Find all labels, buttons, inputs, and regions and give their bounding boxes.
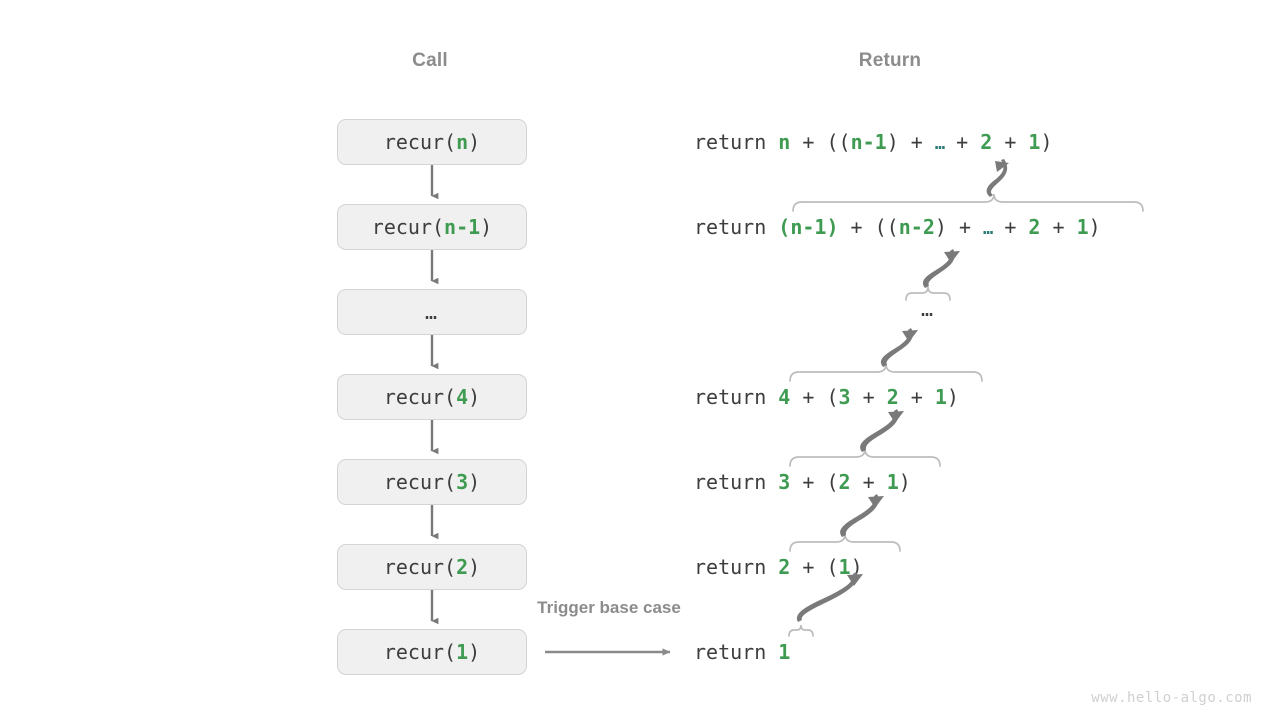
- expr-token: 1: [838, 555, 851, 579]
- expr-token: 3: [838, 385, 851, 409]
- expr-token: 3: [778, 470, 791, 494]
- expr-token: ): [1088, 215, 1101, 239]
- return-expression: (n-1) + ((n-2) + … + 2 + 1): [778, 215, 1100, 239]
- expr-token: (: [778, 215, 791, 239]
- expr-token: 2: [886, 385, 899, 409]
- expr-token: 4: [778, 385, 791, 409]
- expr-token: +: [838, 215, 875, 239]
- call-box-2[interactable]: recur(2): [337, 544, 527, 590]
- expr-token: +: [850, 385, 887, 409]
- return-row-dots: …: [920, 297, 936, 321]
- call-argument: 3: [456, 470, 469, 494]
- expr-token: ): [898, 470, 911, 494]
- expr-token: (: [826, 470, 839, 494]
- expr-token: n-1: [850, 130, 887, 154]
- call-argument: 4: [456, 385, 469, 409]
- call-box-label: recur(4): [383, 385, 481, 409]
- call-argument: n: [456, 130, 469, 154]
- return-row-4: return 4 + (3 + 2 + 1): [694, 382, 959, 412]
- expr-token: +: [790, 385, 827, 409]
- return-keyword: return: [694, 640, 779, 664]
- column-header-call: Call: [412, 50, 448, 71]
- return-expression: n + ((n-1) + … + 2 + 1): [778, 130, 1052, 154]
- expr-token: +: [790, 555, 827, 579]
- expr-token: 1: [1076, 215, 1089, 239]
- return-row-3: return 3 + (2 + 1): [694, 467, 911, 497]
- expr-token: +: [790, 470, 827, 494]
- return-expression: 4 + (3 + 2 + 1): [778, 385, 959, 409]
- expr-token: …: [934, 134, 945, 154]
- return-keyword: return: [694, 215, 779, 239]
- expr-token: ): [1040, 130, 1053, 154]
- call-box-label: recur(3): [383, 470, 481, 494]
- return-row-1: return 1: [694, 637, 790, 667]
- return-keyword: return: [694, 385, 779, 409]
- call-box-label: recur(1): [383, 640, 481, 664]
- expr-token: (: [826, 385, 839, 409]
- return-row-n-1: return (n-1) + ((n-2) + … + 2 + 1): [694, 212, 1101, 242]
- expr-token: 2: [838, 470, 851, 494]
- expr-token: ((: [826, 130, 851, 154]
- expr-token: n-2: [898, 215, 935, 239]
- expr-token: ): [934, 215, 947, 239]
- call-box-n-1[interactable]: recur(n-1): [337, 204, 527, 250]
- expr-token: ): [826, 215, 839, 239]
- expr-token: (: [826, 555, 839, 579]
- expr-token: 1: [886, 470, 899, 494]
- expr-token: +: [946, 215, 984, 239]
- call-box-n[interactable]: recur(n): [337, 119, 527, 165]
- expr-token: 1: [1028, 130, 1041, 154]
- call-box-label: recur(2): [383, 555, 481, 579]
- call-box-dots[interactable]: …: [337, 289, 527, 335]
- expr-token: ((: [874, 215, 899, 239]
- expr-token: ): [886, 130, 899, 154]
- expr-token: n: [778, 130, 791, 154]
- return-row-n: return n + ((n-1) + … + 2 + 1): [694, 127, 1053, 157]
- call-argument: 1: [456, 640, 469, 664]
- call-box-4[interactable]: recur(4): [337, 374, 527, 420]
- call-box-label: recur(n-1): [371, 215, 493, 239]
- expr-token: 2: [778, 555, 791, 579]
- call-box-label: …: [424, 300, 440, 324]
- return-keyword: return: [694, 470, 779, 494]
- return-expression: 1: [778, 640, 790, 664]
- expr-token: 1: [934, 385, 947, 409]
- expr-token: +: [944, 130, 981, 154]
- expr-token: +: [790, 130, 827, 154]
- column-header-return: Return: [858, 50, 922, 71]
- expr-token: +: [1040, 215, 1077, 239]
- call-argument: n-1: [444, 215, 481, 239]
- expr-token: +: [992, 215, 1029, 239]
- call-box-3[interactable]: recur(3): [337, 459, 527, 505]
- expr-token: +: [850, 470, 887, 494]
- call-box-1[interactable]: recur(1): [337, 629, 527, 675]
- return-keyword: return: [694, 130, 779, 154]
- return-row-2: return 2 + (1): [694, 552, 863, 582]
- expr-token: 1: [778, 640, 791, 664]
- return-expression: 2 + (1): [778, 555, 862, 579]
- return-keyword: return: [694, 555, 779, 579]
- expr-token: ): [946, 385, 959, 409]
- expr-token: ): [850, 555, 863, 579]
- expr-token: …: [983, 219, 993, 239]
- expr-token: +: [992, 130, 1029, 154]
- expr-token: +: [898, 130, 935, 154]
- expr-token: 2: [980, 130, 993, 154]
- call-box-label: recur(n): [383, 130, 481, 154]
- watermark: www.hello-algo.com: [1091, 690, 1252, 706]
- return-expression: 3 + (2 + 1): [778, 470, 910, 494]
- expr-token: 2: [1028, 215, 1041, 239]
- expr-token: n-1: [790, 215, 827, 239]
- trigger-base-case-label: Trigger base case: [537, 598, 681, 617]
- call-argument: 2: [456, 555, 469, 579]
- expr-token: +: [898, 385, 935, 409]
